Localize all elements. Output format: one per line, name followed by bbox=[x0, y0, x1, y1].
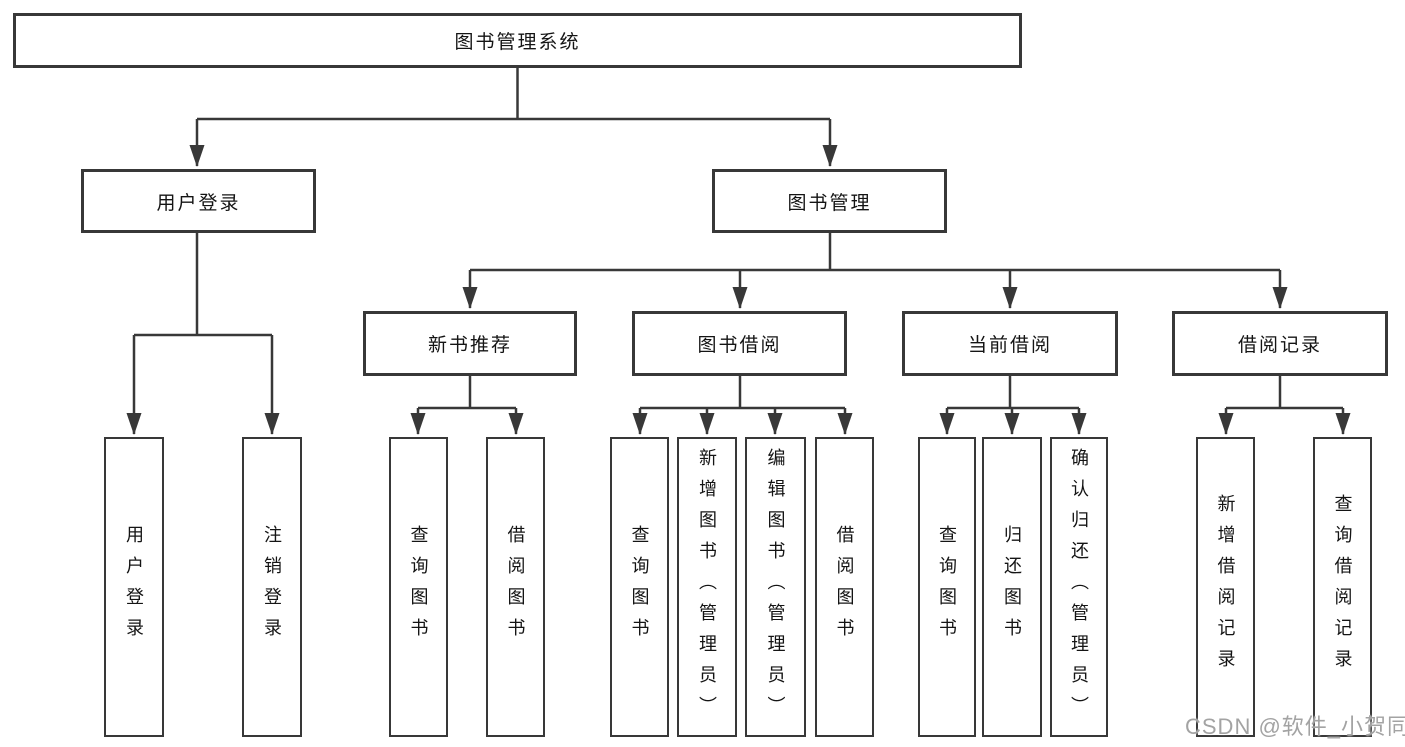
node-new-book-recommendation: 新书推荐 bbox=[363, 311, 577, 376]
node-book-borrowing: 图书借阅 bbox=[632, 311, 847, 376]
leaf-user-login: 用户登录 bbox=[104, 437, 164, 737]
leaf-label: 编辑图书（管理员） bbox=[765, 447, 786, 727]
leaf-label: 用户登录 bbox=[124, 525, 144, 649]
leaf-label: 查询借阅记录 bbox=[1332, 494, 1353, 680]
node-library-management-system: 图书管理系统 bbox=[13, 13, 1022, 68]
leaf-edit-books-admin: 编辑图书（管理员） bbox=[745, 437, 806, 737]
leaf-label: 查询图书 bbox=[408, 525, 429, 649]
leaf-label: 新增图书（管理员） bbox=[697, 447, 717, 727]
leaf-add-books-admin: 新增图书（管理员） bbox=[677, 437, 737, 737]
leaf-label: 借阅图书 bbox=[834, 525, 855, 649]
leaf-label: 查询图书 bbox=[629, 525, 650, 649]
leaf-label: 新增借阅记录 bbox=[1215, 494, 1236, 680]
leaf-confirm-return-admin: 确认归还（管理员） bbox=[1050, 437, 1108, 737]
leaf-label: 查询图书 bbox=[937, 525, 957, 649]
leaf-query-borrow-record: 查询借阅记录 bbox=[1313, 437, 1372, 737]
leaf-label: 注销登录 bbox=[262, 525, 282, 649]
leaf-return-books: 归还图书 bbox=[982, 437, 1042, 737]
leaf-borrow-books: 借阅图书 bbox=[815, 437, 874, 737]
csdn-watermark: CSDN @软件_小贺同学 bbox=[1185, 714, 1405, 739]
leaf-query-books-current: 查询图书 bbox=[918, 437, 976, 737]
leaf-logout: 注销登录 bbox=[242, 437, 302, 737]
leaf-query-books-borrow: 查询图书 bbox=[610, 437, 669, 737]
leaf-query-books-recommend: 查询图书 bbox=[389, 437, 448, 737]
node-user-login: 用户登录 bbox=[81, 169, 316, 233]
leaf-add-borrow-record: 新增借阅记录 bbox=[1196, 437, 1255, 737]
node-book-management: 图书管理 bbox=[712, 169, 947, 233]
leaf-borrow-books-recommend: 借阅图书 bbox=[486, 437, 545, 737]
node-current-borrowing: 当前借阅 bbox=[902, 311, 1118, 376]
leaf-label: 归还图书 bbox=[1002, 525, 1022, 649]
leaf-label: 确认归还（管理员） bbox=[1069, 447, 1089, 727]
leaf-label: 借阅图书 bbox=[505, 525, 526, 649]
node-borrowing-records: 借阅记录 bbox=[1172, 311, 1388, 376]
